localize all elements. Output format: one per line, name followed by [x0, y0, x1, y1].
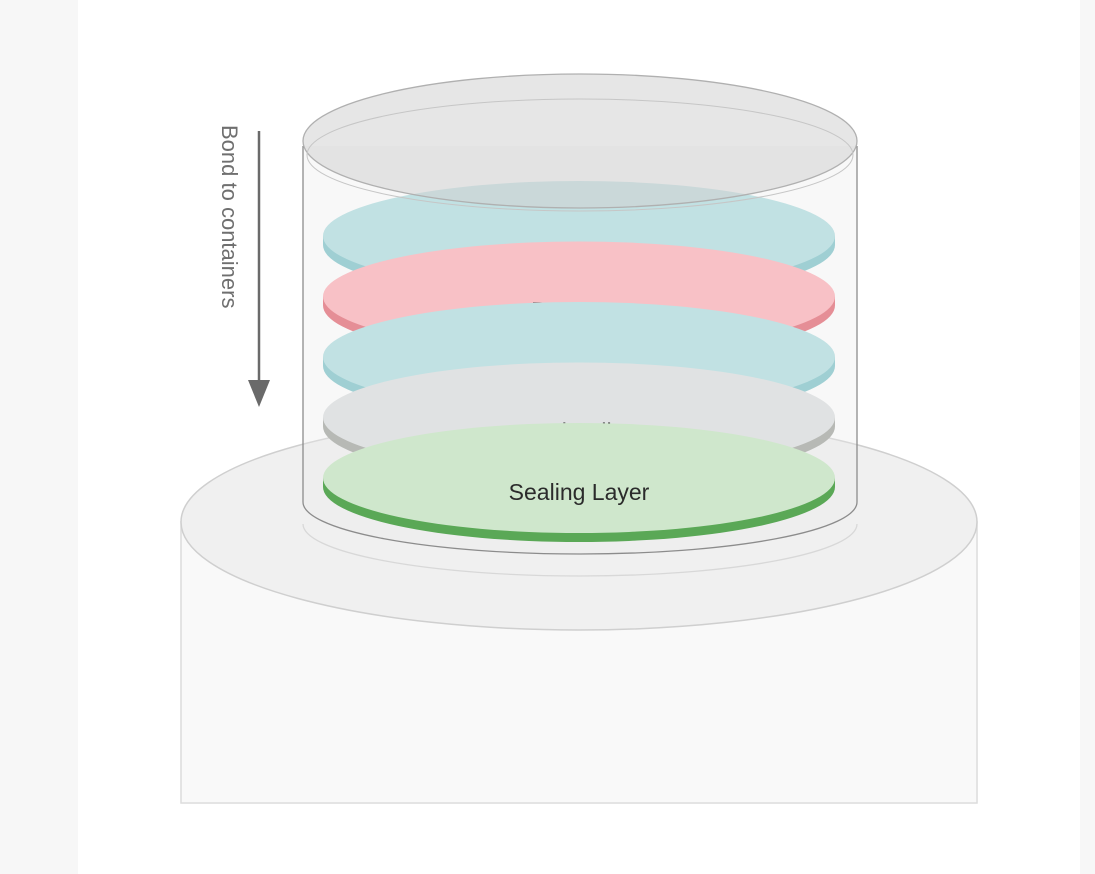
layer-disc: Sealing Layer: [323, 423, 835, 542]
layer-stack: PETPE FoamPETAl-FoilSealing Layer: [323, 181, 835, 542]
cap-top: [302, 73, 858, 212]
bond-arrow: Bond to containers: [217, 125, 270, 407]
layer-label: Sealing Layer: [509, 479, 650, 505]
layer-face: [323, 423, 835, 533]
arrow-head-icon: [248, 380, 270, 407]
bond-label: Bond to containers: [217, 125, 242, 308]
